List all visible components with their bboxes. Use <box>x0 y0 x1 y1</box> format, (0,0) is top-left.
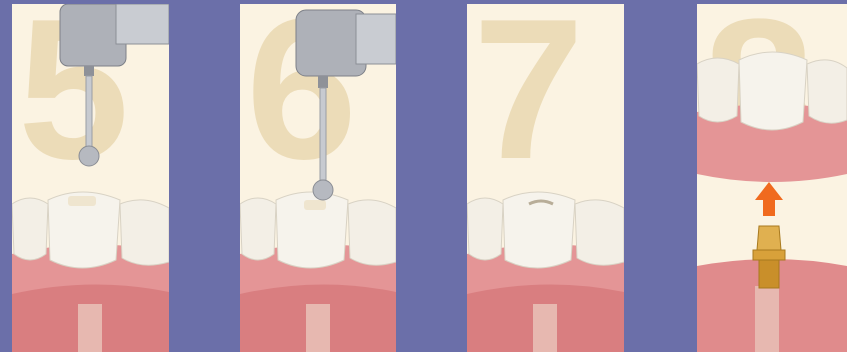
implant-screw <box>533 304 557 352</box>
step-panel-7: 7 <box>467 4 624 352</box>
step-panel-5: 5 <box>12 4 169 352</box>
tooth-left <box>467 198 503 260</box>
dental-handpiece-icon <box>12 4 169 352</box>
abutment-icon <box>697 4 847 352</box>
step-7-artwork <box>467 4 624 352</box>
step-panel-6: 6 <box>240 4 396 352</box>
dental-handpiece-icon <box>240 4 396 352</box>
tooth-right <box>575 200 624 265</box>
tooth-restored <box>503 192 575 268</box>
step-panel-8: 8 <box>697 4 847 352</box>
